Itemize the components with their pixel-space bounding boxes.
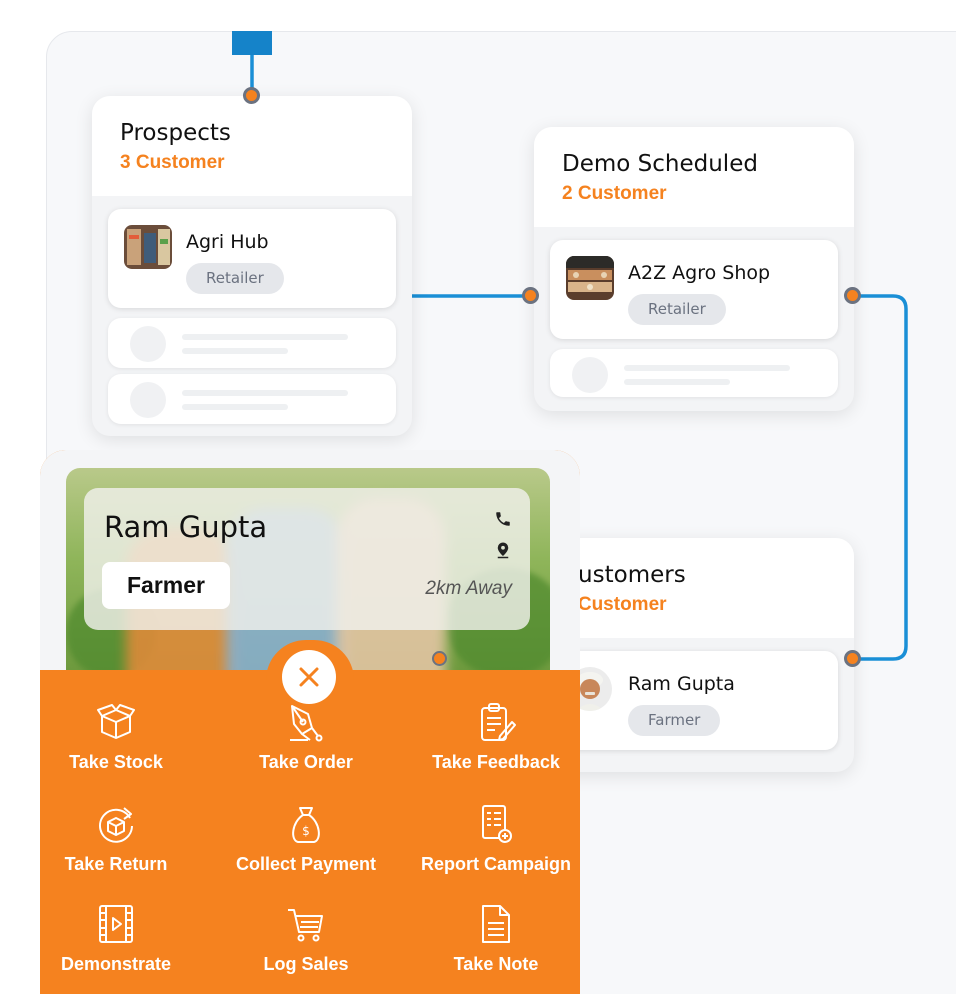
action-label: Take Order bbox=[259, 752, 353, 772]
placeholder-line bbox=[182, 404, 288, 410]
action-take-stock[interactable]: Take Stock bbox=[40, 700, 206, 773]
svg-text:$: $ bbox=[302, 824, 310, 838]
placeholder-card bbox=[108, 374, 396, 424]
stage-header: Demo Scheduled 2 Customer bbox=[534, 127, 854, 227]
placeholder-line bbox=[624, 379, 730, 385]
stage-title: Customers bbox=[562, 562, 686, 588]
close-icon bbox=[299, 667, 319, 687]
connector-node[interactable] bbox=[432, 651, 447, 666]
connector-node[interactable] bbox=[243, 87, 260, 104]
customer-tag: Farmer bbox=[628, 705, 721, 736]
customer-card-agri-hub[interactable]: Agri Hub Retailer bbox=[108, 209, 396, 308]
location-icon[interactable] bbox=[494, 540, 512, 559]
pen-icon bbox=[290, 705, 323, 742]
popup-customer-name: Ram Gupta bbox=[104, 510, 268, 544]
shop-photo-icon bbox=[566, 256, 614, 300]
placeholder-line bbox=[182, 348, 288, 354]
customer-info-panel: Ram Gupta Farmer 2km Away bbox=[84, 488, 530, 630]
action-label: Collect Payment bbox=[235, 854, 377, 874]
customer-tag: Retailer bbox=[628, 294, 726, 325]
close-button[interactable] bbox=[282, 650, 336, 704]
stage-title: Prospects bbox=[120, 120, 231, 146]
action-report-campaign[interactable]: Report Campaign bbox=[406, 802, 580, 875]
action-label: Take Note bbox=[453, 954, 539, 974]
stage-title: Demo Scheduled bbox=[562, 151, 758, 177]
stage-count: 2 Customer bbox=[562, 183, 667, 204]
popup-distance: 2km Away bbox=[425, 578, 512, 599]
action-take-return[interactable]: Take Return bbox=[40, 802, 206, 875]
customer-name: Agri Hub bbox=[186, 231, 269, 253]
stage-count: 3 Customer bbox=[120, 152, 225, 173]
cart-icon bbox=[288, 909, 323, 942]
placeholder-card bbox=[108, 318, 396, 368]
placeholder-line bbox=[182, 390, 348, 396]
stage-header: Prospects 3 Customer bbox=[92, 96, 412, 196]
placeholder-line bbox=[624, 365, 790, 371]
customer-card-ram-gupta[interactable]: Ram Gupta Farmer bbox=[550, 651, 838, 750]
placeholder-card bbox=[550, 349, 838, 397]
connector-node[interactable] bbox=[844, 650, 861, 667]
action-log-sales[interactable]: Log Sales bbox=[216, 902, 396, 975]
placeholder-avatar bbox=[130, 326, 166, 362]
box-icon bbox=[97, 704, 135, 739]
placeholder-avatar bbox=[572, 357, 608, 393]
customer-name: A2Z Agro Shop bbox=[628, 262, 771, 284]
report-add-icon bbox=[482, 805, 512, 843]
return-box-icon bbox=[99, 807, 133, 843]
money-bag-icon: $ bbox=[292, 807, 320, 843]
action-label: Demonstrate bbox=[60, 954, 172, 974]
note-icon bbox=[482, 905, 510, 943]
shop-photo-icon bbox=[124, 225, 172, 269]
clipboard-edit-icon bbox=[481, 703, 516, 741]
action-take-order[interactable]: Take Order bbox=[216, 700, 396, 773]
action-demonstrate[interactable]: Demonstrate bbox=[40, 902, 206, 975]
action-grid: Take Stock Take Order Take Feedback Take… bbox=[40, 690, 580, 994]
connector-node[interactable] bbox=[522, 287, 539, 304]
action-collect-payment[interactable]: $ Collect Payment bbox=[216, 802, 396, 875]
customer-card-a2z-agro-shop[interactable]: A2Z Agro Shop Retailer bbox=[550, 240, 838, 339]
action-label: Report Campaign bbox=[420, 854, 571, 874]
action-label: Take Return bbox=[64, 854, 168, 874]
action-label: Log Sales bbox=[263, 954, 349, 974]
action-label: Take Stock bbox=[69, 752, 163, 772]
customer-name: Ram Gupta bbox=[628, 673, 735, 695]
placeholder-avatar bbox=[130, 382, 166, 418]
placeholder-line bbox=[182, 334, 348, 340]
video-icon bbox=[99, 905, 133, 943]
stage-header: Customers 1 Customer bbox=[534, 538, 854, 638]
phone-icon[interactable] bbox=[494, 510, 512, 528]
action-take-feedback[interactable]: Take Feedback bbox=[406, 700, 580, 773]
customer-tag: Retailer bbox=[186, 263, 284, 294]
stage-count: 1 Customer bbox=[562, 594, 667, 615]
connector-node[interactable] bbox=[844, 287, 861, 304]
action-label: Take Feedback bbox=[432, 752, 560, 772]
action-take-note[interactable]: Take Note bbox=[406, 902, 580, 975]
popup-customer-tag: Farmer bbox=[102, 562, 230, 609]
customer-action-popup: Ram Gupta Farmer 2km Away Take Stock Tak… bbox=[40, 450, 580, 994]
